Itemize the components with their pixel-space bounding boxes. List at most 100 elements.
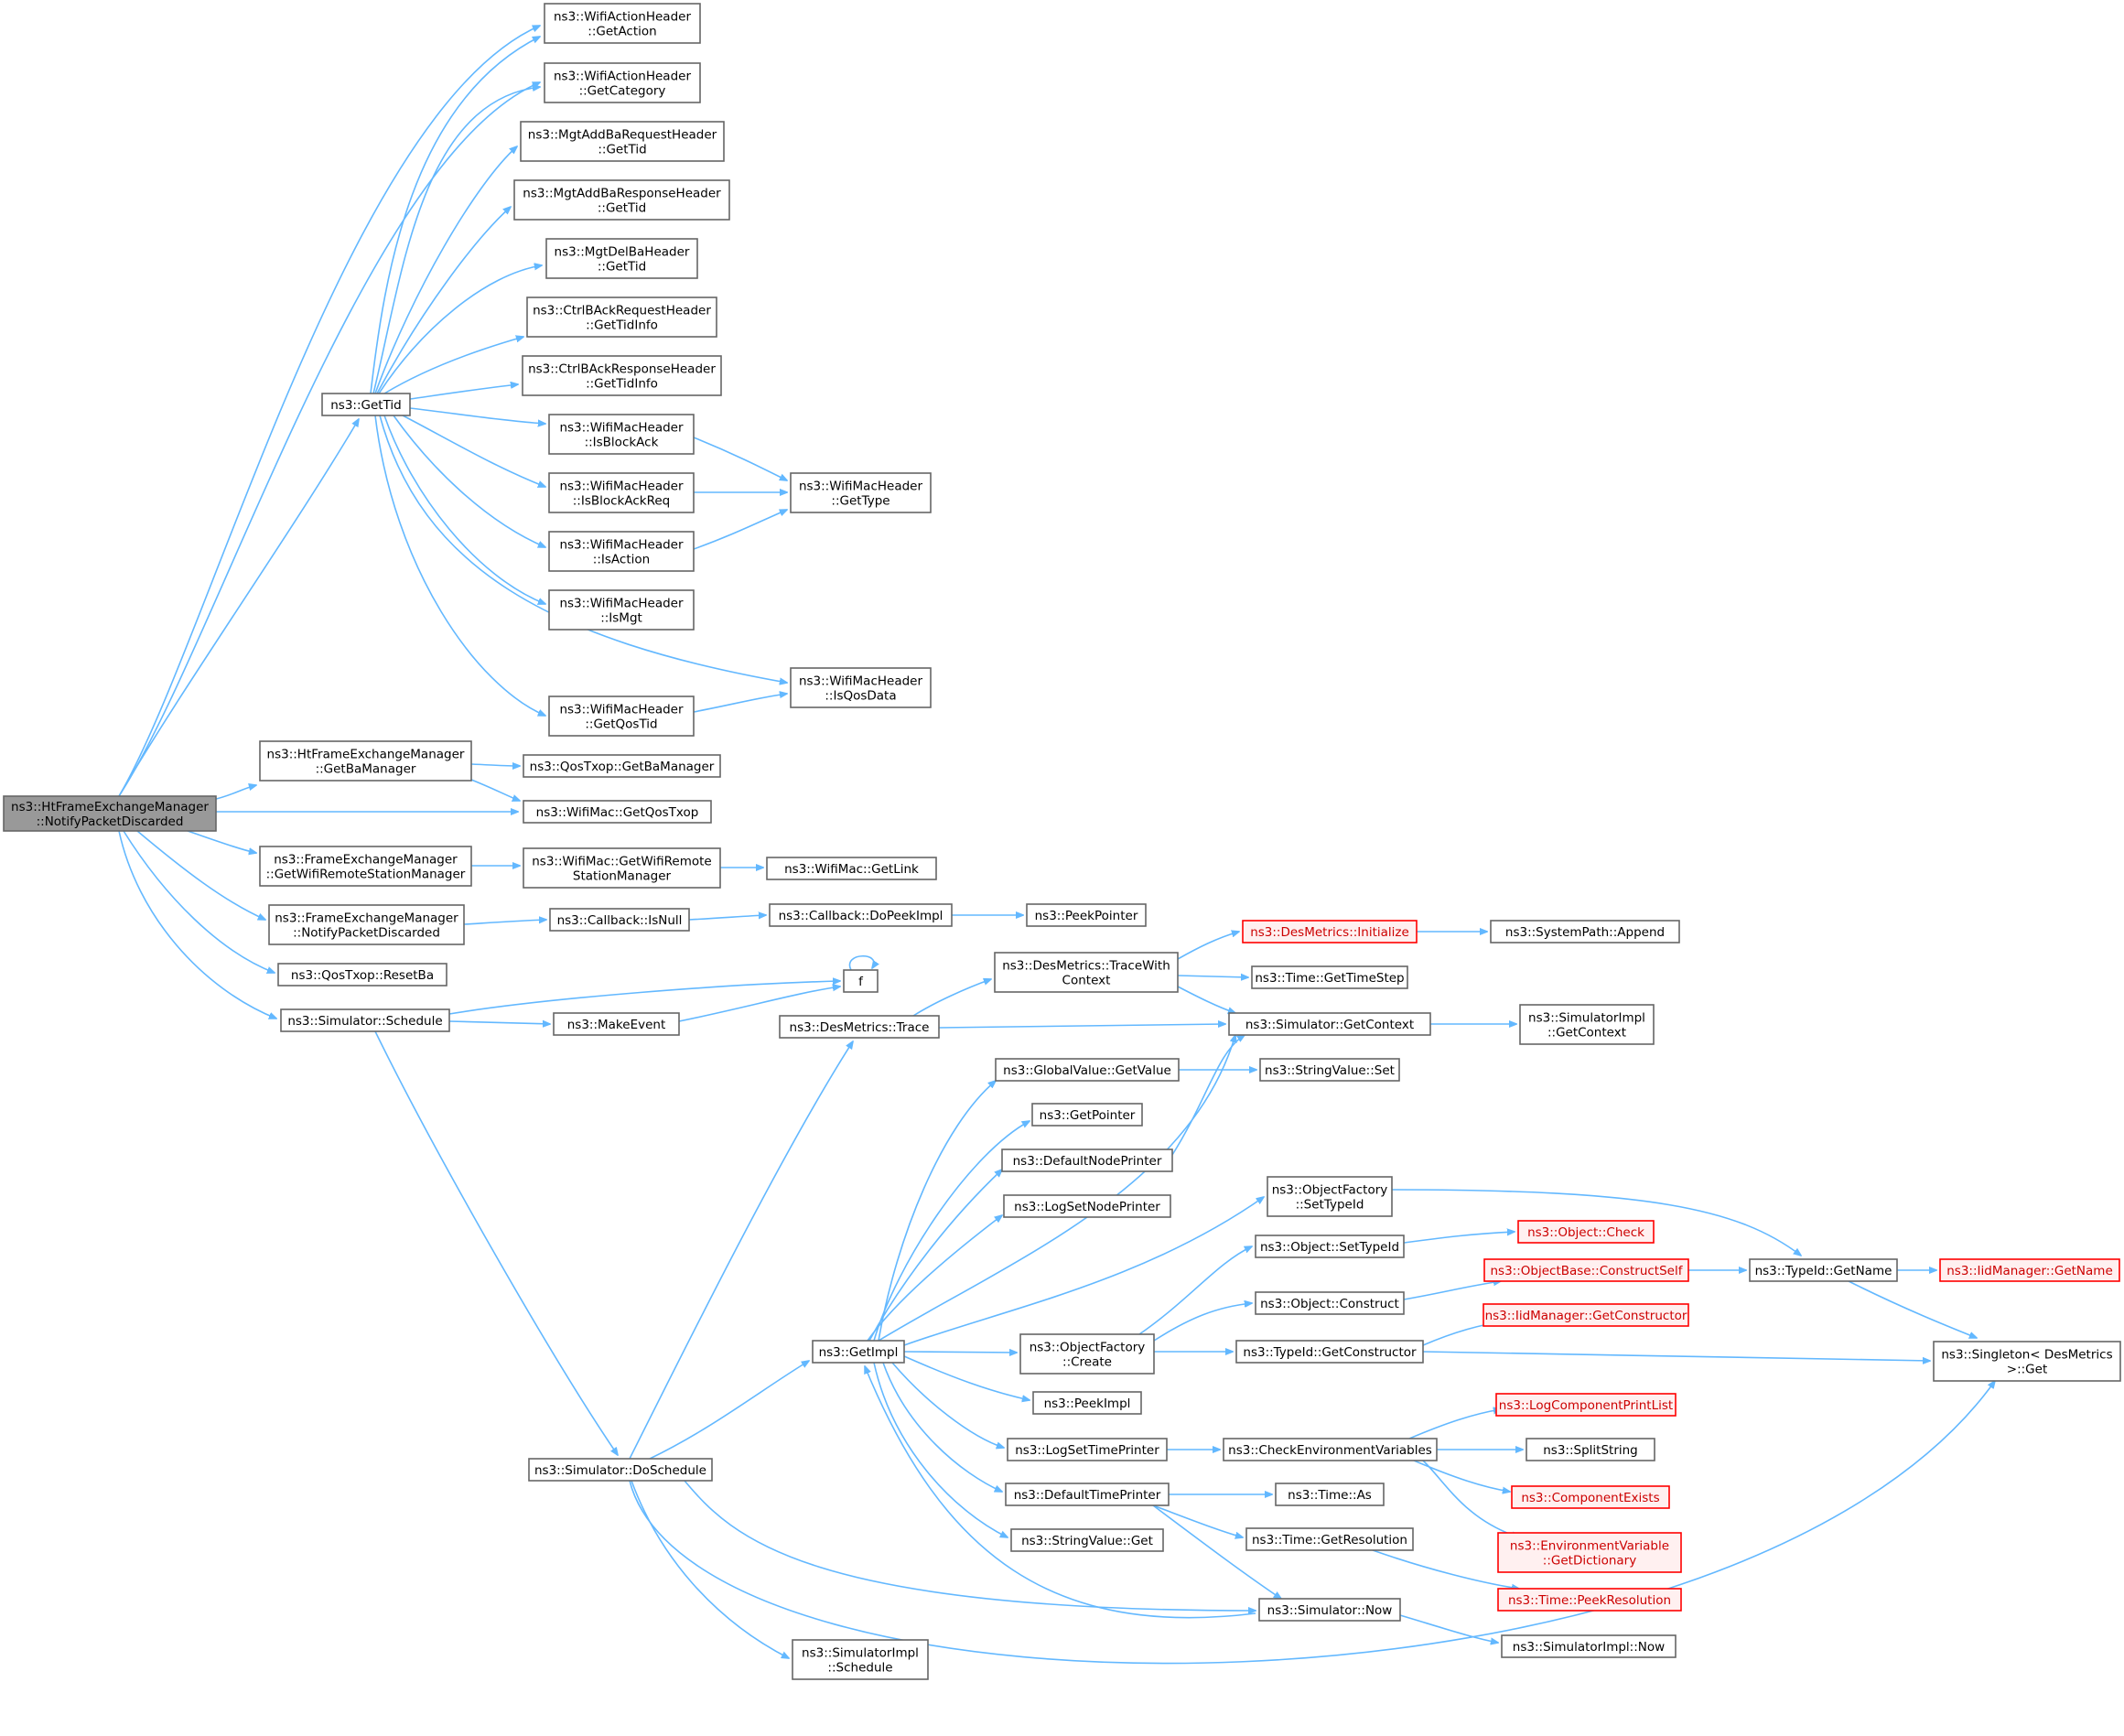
edge-getTid-to-getAction: [370, 37, 540, 394]
node-logCompPrintList[interactable]: ns3::LogComponentPrintList: [1495, 1393, 1677, 1417]
edge-getImpl-to-defTimePrinter: [882, 1362, 1002, 1492]
node-box: [792, 1639, 929, 1680]
node-singletonGet[interactable]: ns3::Singleton< DesMetrics >::Get: [1933, 1341, 2121, 1382]
node-box: [259, 846, 472, 887]
node-defTimePrinter[interactable]: ns3::DefaultTimePrinter: [1005, 1483, 1170, 1506]
call-edges: [118, 26, 1995, 1665]
node-timeAs[interactable]: ns3::Time::As: [1275, 1483, 1385, 1506]
node-resetBa[interactable]: ns3::QosTxop::ResetBa: [277, 963, 447, 987]
edge-femNotify-to-isNull: [463, 920, 546, 925]
node-isBlockAck[interactable]: ns3::WifiMacHeader::IsBlockAck: [548, 414, 695, 455]
node-getResolution[interactable]: ns3::Time::GetResolution: [1245, 1527, 1414, 1551]
node-svSet[interactable]: ns3::StringValue::Set: [1259, 1058, 1400, 1082]
node-logSetNodePrinter[interactable]: ns3::LogSetNodePrinter: [1003, 1194, 1171, 1218]
edge-path: [684, 1480, 1256, 1611]
edge-path: [1403, 1232, 1515, 1244]
node-label-line: ::Create: [1062, 1355, 1112, 1370]
node-objConstruct[interactable]: ns3::Object::Construct: [1255, 1291, 1405, 1315]
node-label-line: ns3::CtrlBAckResponseHeader: [528, 362, 716, 377]
node-f[interactable]: f: [843, 969, 879, 993]
node-getCategory[interactable]: ns3::WifiActionHeader::GetCategory: [544, 62, 701, 103]
node-svGet[interactable]: ns3::StringValue::Get: [1010, 1528, 1164, 1552]
node-getTid[interactable]: ns3::GetTid: [321, 393, 411, 416]
node-macGetWrsm[interactable]: ns3::WifiMac::GetWifiRemoteStationManage…: [523, 847, 721, 889]
node-isBlockAckReq[interactable]: ns3::WifiMacHeader::IsBlockAckReq: [548, 472, 695, 513]
node-makeEvent[interactable]: ns3::MakeEvent: [553, 1012, 680, 1036]
node-box: [548, 589, 695, 631]
node-box: [1490, 920, 1680, 943]
node-simImplNow[interactable]: ns3::SimulatorImpl::Now: [1501, 1634, 1677, 1658]
node-getTimeStep[interactable]: ns3::Time::GetTimeStep: [1251, 965, 1408, 989]
node-checkEnvVars[interactable]: ns3::CheckEnvironmentVariables: [1223, 1438, 1438, 1461]
edge-path: [867, 1215, 1002, 1342]
edge-checkEnvVars-to-compExists: [1413, 1460, 1510, 1492]
node-isNull[interactable]: ns3::Callback::IsNull: [549, 908, 690, 932]
node-ofCreate[interactable]: ns3::ObjectFactory::Create: [1019, 1333, 1155, 1375]
node-ofSetTypeId[interactable]: ns3::ObjectFactory::SetTypeId: [1267, 1176, 1393, 1217]
node-simImplSchedule[interactable]: ns3::SimulatorImpl::Schedule: [792, 1639, 929, 1680]
node-getImpl[interactable]: ns3::GetImpl: [812, 1340, 905, 1364]
node-doPeekImpl[interactable]: ns3::Callback::DoPeekImpl: [769, 903, 953, 927]
node-label-line: ::GetWifiRemoteStationManager: [266, 868, 466, 882]
node-delBa[interactable]: ns3::MgtDelBaHeader::GetTid: [545, 238, 698, 279]
node-simGetContext[interactable]: ns3::Simulator::GetContext: [1228, 1012, 1431, 1036]
node-isMgt[interactable]: ns3::WifiMacHeader::IsMgt: [548, 589, 695, 631]
node-getQosTid[interactable]: ns3::WifiMacHeader::GetQosTid: [548, 695, 695, 737]
node-getPointer[interactable]: ns3::GetPointer: [1031, 1103, 1143, 1127]
node-envGetDict[interactable]: ns3::EnvironmentVariable::GetDictionary: [1497, 1532, 1682, 1573]
node-label-line: ns3::Simulator::GetContext: [1245, 1018, 1414, 1032]
node-label-line: ns3::SystemPath::Append: [1505, 925, 1665, 940]
node-defNodePrinter[interactable]: ns3::DefaultNodePrinter: [1001, 1148, 1173, 1172]
node-splitString[interactable]: ns3::SplitString: [1526, 1438, 1655, 1461]
node-qosGetBaManager[interactable]: ns3::QosTxop::GetBaManager: [523, 754, 721, 778]
node-addBaReq[interactable]: ns3::MgtAddBaRequestHeader::GetTid: [520, 121, 725, 162]
node-label-line: ns3::EnvironmentVariable: [1510, 1539, 1669, 1554]
node-desTrace[interactable]: ns3::DesMetrics::Trace: [779, 1015, 940, 1039]
node-peekPointer[interactable]: ns3::PeekPointer: [1026, 903, 1147, 927]
edge-path: [374, 1030, 618, 1455]
edge-path: [688, 915, 766, 921]
node-objSetTypeId[interactable]: ns3::Object::SetTypeId: [1255, 1235, 1405, 1258]
edge-path: [372, 87, 540, 394]
node-simNow[interactable]: ns3::Simulator::Now: [1258, 1598, 1401, 1622]
node-getAction[interactable]: ns3::WifiActionHeader::GetAction: [544, 3, 701, 44]
node-isQosData[interactable]: ns3::WifiMacHeader::IsQosData: [790, 667, 932, 708]
node-ctrlBAckReq[interactable]: ns3::CtrlBAckRequestHeader::GetTidInfo: [526, 297, 717, 338]
node-schedule[interactable]: ns3::Simulator::Schedule: [280, 1008, 450, 1032]
node-typeGetName[interactable]: ns3::TypeId::GetName: [1749, 1258, 1898, 1282]
node-getType[interactable]: ns3::WifiMacHeader::GetType: [790, 472, 932, 513]
node-label-line: ::GetTidInfo: [586, 318, 658, 333]
node-doSchedule[interactable]: ns3::Simulator::DoSchedule: [528, 1458, 713, 1482]
node-box: [553, 1012, 680, 1036]
node-iidGetCtor[interactable]: ns3::IidManager::GetConstructor: [1482, 1303, 1689, 1327]
node-simImplGetContext[interactable]: ns3::SimulatorImpl::GetContext: [1519, 1004, 1655, 1045]
node-isAction[interactable]: ns3::WifiMacHeader::IsAction: [548, 531, 695, 572]
node-root[interactable]: ns3::HtFrameExchangeManager::NotifyPacke…: [3, 795, 217, 832]
node-getLink[interactable]: ns3::WifiMac::GetLink: [766, 857, 937, 880]
node-ctrlBAckResp[interactable]: ns3::CtrlBAckResponseHeader::GetTidInfo: [522, 355, 722, 396]
node-gvGetValue[interactable]: ns3::GlobalValue::GetValue: [995, 1058, 1180, 1082]
edge-getTid-to-ctrlBAckReq: [383, 337, 523, 394]
node-logSetTimePrinter[interactable]: ns3::LogSetTimePrinter: [1007, 1438, 1168, 1461]
node-label-line: ns3::ObjectBase::ConstructSelf: [1491, 1264, 1684, 1278]
node-femGetWrsm[interactable]: ns3::FrameExchangeManager::GetWifiRemote…: [259, 846, 472, 887]
node-objCheck[interactable]: ns3::Object::Check: [1517, 1220, 1655, 1244]
node-getQosTxop[interactable]: ns3::WifiMac::GetQosTxop: [523, 800, 712, 824]
node-sysPathAppend[interactable]: ns3::SystemPath::Append: [1490, 920, 1680, 943]
node-typeGetCtor[interactable]: ns3::TypeId::GetConstructor: [1235, 1340, 1424, 1364]
node-htGetBaManager[interactable]: ns3::HtFrameExchangeManager::GetBaManage…: [259, 740, 472, 782]
node-constructSelf[interactable]: ns3::ObjectBase::ConstructSelf: [1483, 1258, 1689, 1282]
node-iidGetName[interactable]: ns3::IidManager::GetName: [1939, 1258, 2120, 1282]
edge-root-to-femNotify: [136, 830, 265, 920]
edge-getImpl-to-getPointer: [873, 1121, 1030, 1342]
edge-getTid-to-getCategory: [372, 87, 540, 394]
node-peekResolution[interactable]: ns3::Time::PeekResolution: [1497, 1588, 1682, 1612]
node-compExists[interactable]: ns3::ComponentExists: [1511, 1485, 1670, 1509]
node-box: [1939, 1258, 2120, 1282]
node-addBaResp[interactable]: ns3::MgtAddBaResponseHeader::GetTid: [513, 179, 730, 221]
node-femNotify[interactable]: ns3::FrameExchangeManager::NotifyPacketD…: [268, 904, 465, 945]
edge-path: [393, 415, 545, 547]
node-peekImpl[interactable]: ns3::PeekImpl: [1032, 1391, 1142, 1415]
node-desInit[interactable]: ns3::DesMetrics::Initialize: [1242, 920, 1418, 943]
